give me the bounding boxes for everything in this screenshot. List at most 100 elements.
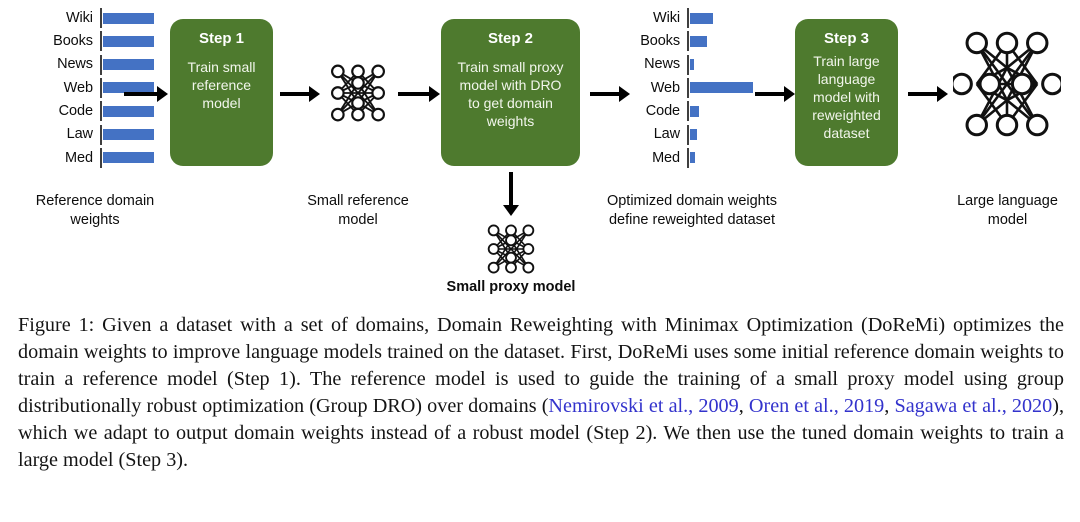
step-body: Train small proxy model with DRO to get … — [457, 59, 563, 131]
bar-row: Web — [32, 77, 155, 98]
bar-fill — [102, 35, 155, 47]
chart-axis — [99, 31, 102, 52]
bar-label: News — [644, 56, 680, 73]
bar-fill — [690, 12, 713, 24]
bar-label: Law — [66, 126, 93, 143]
bar-label: Web — [63, 79, 93, 96]
caption-line: Reference domain — [35, 193, 155, 209]
figure-diagram: Wiki Books News Web Code Law — [32, 8, 1080, 295]
step-body-line: language — [817, 71, 876, 88]
chart-axis — [99, 124, 102, 145]
citation-link[interactable]: Sagawa et al., 2020 — [894, 394, 1053, 417]
bar-label: Code — [58, 103, 93, 120]
optimized-chart-caption: Optimized domain weights define reweight… — [592, 192, 792, 230]
chart-axis — [687, 8, 689, 28]
step-body-line: Train large — [813, 53, 880, 70]
optimized-domain-weights-chart: Wiki Books News Web Code Law — [618, 8, 758, 168]
caption-segment: , — [738, 394, 749, 417]
step-title: Step 1 — [198, 30, 244, 47]
arrow-head — [503, 205, 519, 216]
arrow-shaft — [398, 92, 429, 96]
arrow-step2-to-optimized-chart — [590, 83, 630, 105]
bar-fill — [102, 105, 155, 117]
bar-fill — [102, 12, 155, 24]
arrow-step3-to-llm — [908, 83, 948, 105]
caption-line: define reweighted dataset — [608, 212, 776, 229]
bar-label: Wiki — [65, 9, 93, 26]
bar-fill — [102, 129, 155, 141]
chart-axis — [687, 147, 689, 168]
citation-link[interactable]: Nemirovski et al., 2009 — [548, 394, 739, 417]
bar-row: Code — [618, 101, 758, 122]
step-body-line: Train small proxy — [457, 59, 564, 76]
chart-axis — [687, 124, 689, 145]
chart-axis — [99, 8, 102, 28]
step-1-box[interactable]: Step 1 Train small reference model — [170, 19, 273, 166]
chart-axis — [687, 101, 689, 122]
bar-row: Books — [32, 31, 155, 52]
bar-fill — [690, 152, 695, 164]
step-title: Step 3 — [823, 30, 869, 47]
arrow-chart-to-step1 — [124, 83, 168, 105]
step-2-box[interactable]: Step 2 Train small proxy model with DRO … — [441, 19, 580, 166]
bar-row: Wiki — [32, 8, 155, 28]
step-3-box[interactable]: Step 3 Train large language model with r… — [795, 19, 898, 166]
bar-fill — [690, 105, 699, 117]
caption-line: model — [338, 212, 378, 229]
chart-axis — [99, 77, 102, 98]
arrow-step2-to-proxymodel — [500, 172, 522, 216]
arrow-head — [157, 86, 168, 102]
chart-axis — [99, 147, 102, 168]
caption-segment: Figure 1: Given a dataset with a set of … — [18, 314, 1064, 417]
step-body: Train large language model with reweight… — [812, 53, 881, 143]
step-body-line: dataset — [823, 124, 870, 141]
small-reference-model-icon — [322, 57, 394, 129]
caption-line: Small reference — [307, 193, 409, 209]
step-body-line: reference — [191, 77, 252, 94]
caption-line: Small proxy model — [446, 279, 576, 295]
step-body-line: Train small — [187, 59, 256, 76]
figure-caption-text: Figure 1: Given a dataset with a set of … — [18, 312, 1064, 474]
arrow-refmodel-to-step2 — [398, 83, 440, 105]
large-language-model-caption: Large language model — [935, 192, 1080, 230]
step-body: Train small reference model — [188, 59, 256, 113]
neural-network-icon — [487, 224, 535, 274]
step-body-line: model — [202, 95, 241, 112]
chart-axis — [99, 101, 102, 122]
arrow-head — [619, 86, 630, 102]
caption-line: Large language — [957, 193, 1058, 209]
step-body-line: model with — [813, 89, 880, 106]
bar-row: News — [618, 54, 758, 75]
bar-row: Code — [32, 101, 155, 122]
neural-network-icon — [331, 64, 385, 122]
bar-row: Web — [618, 77, 758, 98]
caption-line: weights — [70, 212, 120, 229]
chart-axis — [687, 31, 689, 52]
arrow-head — [429, 86, 440, 102]
caption-line: Optimized domain weights — [606, 193, 778, 209]
arrow-step1-to-refmodel — [280, 83, 320, 105]
small-proxy-model-icon — [476, 218, 546, 280]
bar-fill — [690, 35, 707, 47]
bar-fill — [102, 152, 155, 164]
arrow-head — [784, 86, 795, 102]
bar-row: Books — [618, 31, 758, 52]
citation-link[interactable]: Oren et al., 2019 — [748, 394, 885, 417]
step-body-line: weights — [486, 112, 535, 129]
chart-axis — [687, 54, 689, 75]
bar-label: Web — [650, 79, 680, 96]
arrow-shaft — [755, 92, 784, 96]
arrow-shaft — [590, 92, 619, 96]
arrow-optimized-chart-to-step3 — [755, 83, 795, 105]
large-language-model-icon — [950, 18, 1064, 150]
caption-segment: , — [884, 394, 895, 417]
caption-segment: ), which we adapt to output domain weigh… — [18, 394, 1065, 471]
bar-label: News — [57, 56, 93, 73]
arrow-head — [937, 86, 948, 102]
bar-row: Med — [618, 147, 758, 168]
bar-row: Law — [32, 124, 155, 145]
bar-label: Books — [640, 33, 680, 50]
arrow-shaft — [509, 172, 513, 205]
bar-row: Med — [32, 147, 155, 168]
arrow-shaft — [280, 92, 309, 96]
